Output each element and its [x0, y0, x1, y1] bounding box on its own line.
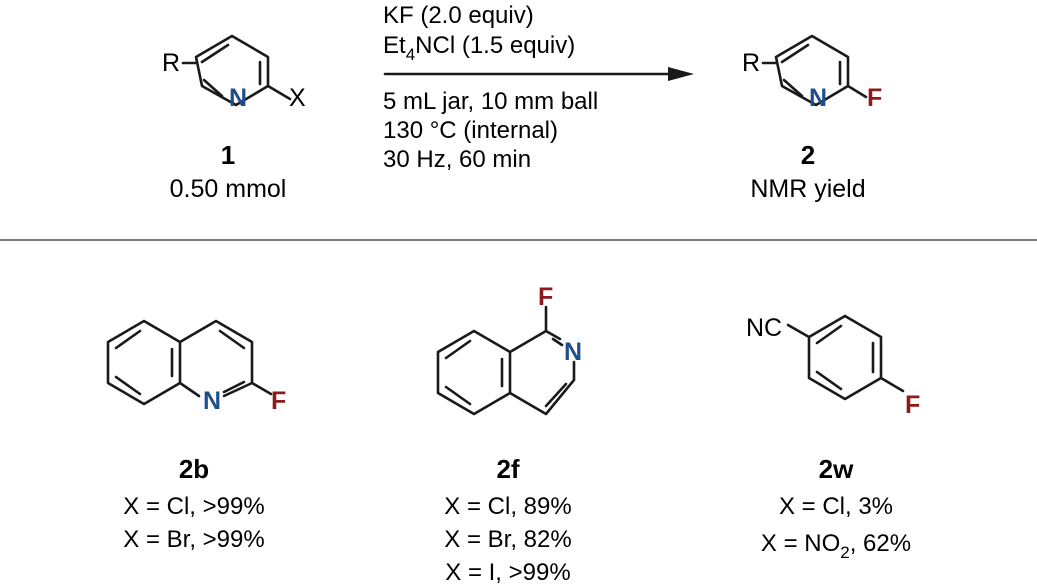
compound-2w-yield-no2: X = NO2, 62%	[761, 530, 911, 562]
nitrile-label: NC	[746, 314, 782, 342]
nitrogen-label: N	[203, 387, 221, 415]
condition-temperature: 130 °C (internal)	[383, 117, 558, 144]
product-yield-label: NMR yield	[750, 175, 865, 203]
compound-2b-structure: N F	[106, 319, 286, 415]
double-bond	[815, 370, 843, 391]
condition-et4ncl: Et4NCl (1.5 equiv)	[383, 32, 575, 64]
compound-2f-yield-i: X = I, >99%	[445, 559, 570, 586]
nitrogen-label: N	[809, 84, 827, 112]
reactant-number: 1	[221, 140, 235, 170]
nitrogen-label: N	[229, 84, 247, 112]
r-group-label: R	[742, 49, 760, 77]
double-bond	[222, 380, 246, 394]
compound-2b-yield-cl: X = Cl, >99%	[123, 493, 264, 520]
fluorine-label: F	[271, 387, 286, 415]
condition-kf: KF (2.0 equiv)	[383, 2, 534, 29]
double-bond	[200, 43, 230, 64]
benzo-ring	[106, 319, 182, 406]
double-bond	[114, 375, 142, 396]
f-bond	[846, 84, 868, 99]
double-bond	[218, 329, 246, 350]
fluorine-label: F	[538, 283, 553, 311]
ring-bond	[178, 381, 201, 398]
condition-frequency: 30 Hz, 60 min	[383, 146, 531, 173]
r-group-label: R	[162, 49, 180, 77]
nitrogen-label: N	[564, 338, 582, 366]
fluorine-label: F	[905, 391, 920, 419]
reactant-structure: R N X	[162, 34, 306, 112]
fluorine-label: F	[867, 84, 882, 112]
compound-2w-number: 2w	[819, 454, 854, 484]
compound-2f-structure: F N	[436, 283, 582, 416]
product-number: 2	[801, 140, 815, 170]
double-bond	[782, 78, 804, 98]
double-bond	[114, 329, 142, 350]
double-bond	[444, 385, 472, 406]
ring-bond	[544, 329, 562, 341]
cn-bond	[786, 323, 811, 339]
double-bond	[202, 78, 224, 98]
double-bond	[544, 382, 568, 408]
double-bond	[815, 324, 843, 345]
product-structure: R N F	[742, 34, 882, 112]
benzene-ring	[807, 314, 883, 401]
reaction-arrow-head	[668, 67, 694, 81]
pyridine-ring	[508, 360, 576, 416]
ring-bond	[508, 329, 548, 354]
compound-2f-yield-cl: X = Cl, 89%	[444, 493, 571, 520]
leaving-group-label: X	[289, 84, 306, 112]
compound-2f-yield-br: X = Br, 82%	[444, 526, 571, 553]
f-bond	[879, 376, 905, 393]
double-bond	[444, 339, 472, 360]
f-bond	[250, 381, 273, 396]
double-bond	[780, 43, 810, 64]
compound-2w-yield-cl: X = Cl, 3%	[779, 493, 893, 520]
compound-2b-yield-br: X = Br, >99%	[123, 526, 264, 553]
compound-2b-number: 2b	[179, 454, 209, 484]
double-bond	[551, 337, 564, 347]
benzo-ring	[436, 329, 512, 416]
reactant-amount: 0.50 mmol	[170, 175, 287, 203]
compound-2f-number: 2f	[496, 454, 519, 484]
pyridine-ring	[178, 319, 254, 398]
condition-jar: 5 mL jar, 10 mm ball	[383, 88, 598, 115]
x-bond	[266, 84, 292, 101]
compound-2w-structure: NC F	[746, 314, 920, 419]
